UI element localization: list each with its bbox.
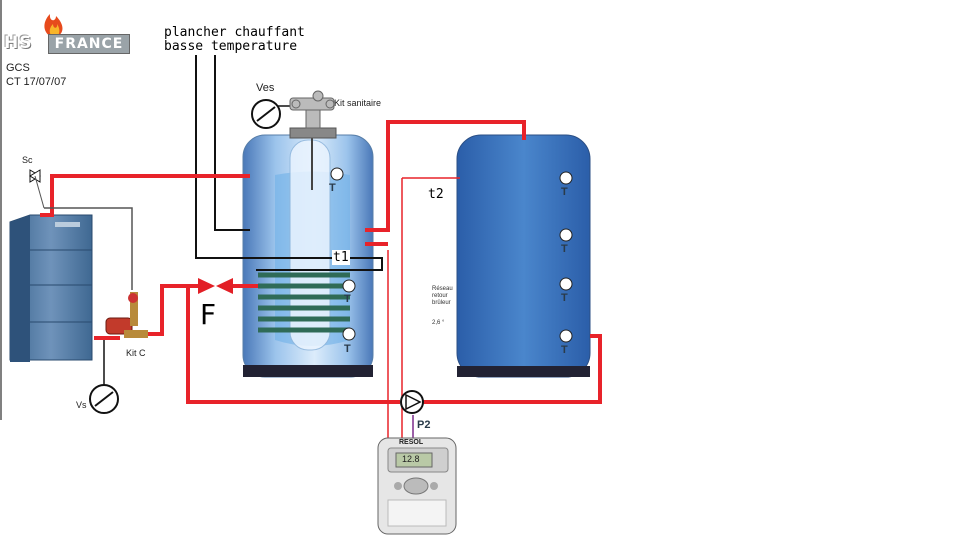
boiler — [9, 214, 93, 362]
thermometers — [330, 167, 573, 343]
network-note-temp: 2,6 ° — [432, 320, 445, 326]
circulator-kit-c — [105, 292, 148, 338]
floor-heating-label-line2: basse temperature — [164, 39, 298, 54]
logo-france: FRANCE — [48, 34, 130, 54]
thermo-label: T — [561, 186, 568, 198]
label-vs: Vs — [76, 400, 87, 410]
label-ves-top: Ves — [256, 82, 275, 94]
label-pump-p2: P2 — [417, 419, 431, 431]
thermo-label: T — [561, 344, 568, 356]
gauge-vs — [89, 340, 119, 414]
kit-sanitaire — [289, 90, 335, 129]
three-way-valve-f — [198, 278, 233, 294]
label-sensor-t1: t1 — [332, 250, 350, 265]
network-note: Réseau retour brûleur — [432, 286, 453, 306]
gauge-ves — [251, 99, 300, 129]
safety-valve-sc — [29, 169, 45, 209]
thermo-label: T — [561, 243, 568, 255]
storage-tank-left — [242, 127, 374, 378]
floor-heating-label-line1: plancher chauffant — [164, 25, 305, 40]
controller-display: 12.8 — [402, 454, 420, 464]
hot-water-pipes — [40, 120, 602, 404]
label-valve-f: F — [200, 298, 217, 331]
label-sensor-t2: t2 — [427, 187, 445, 202]
thermo-label: T — [329, 182, 336, 194]
label-kit-c: Kit C — [126, 348, 146, 358]
floor-heating-pipes — [195, 55, 383, 271]
thermo-label: T — [344, 293, 351, 305]
logo-hs: HS — [4, 33, 33, 53]
label-sc: Sc — [22, 155, 33, 165]
doc-date: CT 17/07/07 — [6, 76, 67, 88]
sensor-wires — [387, 177, 460, 445]
thermo-label: T — [344, 343, 351, 355]
controller-resol — [377, 437, 457, 535]
doc-code: GCS — [6, 62, 30, 74]
controller-brand: RESOL — [399, 439, 424, 446]
thermo-label: T — [561, 292, 568, 304]
pump-p2 — [400, 390, 424, 414]
label-kit-sanitaire: Kit sanitaire — [334, 98, 382, 108]
